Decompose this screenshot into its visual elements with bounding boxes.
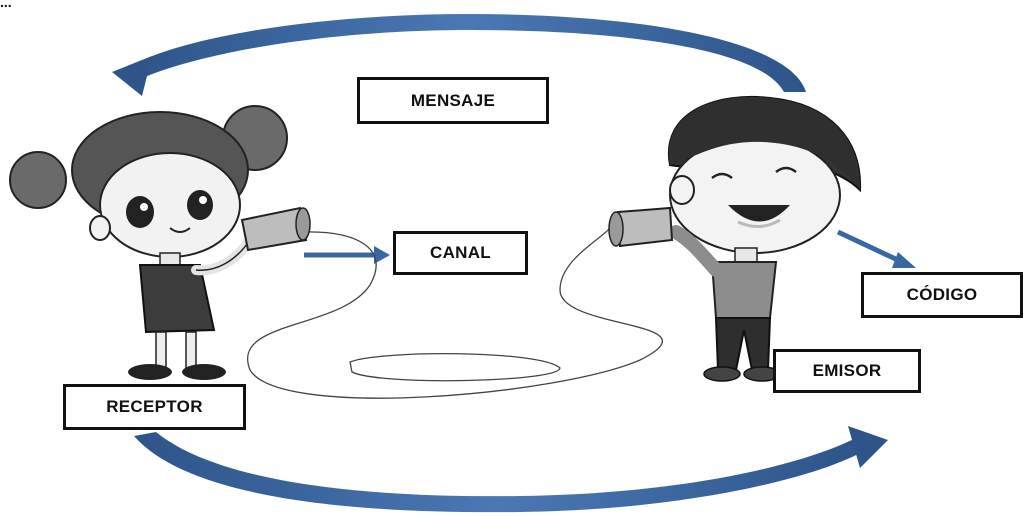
codigo-label: CÓDIGO: [861, 272, 1023, 318]
top-cycle-arrow: [112, 14, 806, 96]
receptor-label: RECEPTOR: [63, 384, 246, 430]
canal-arrow: [304, 246, 390, 264]
codigo-arrow: [836, 229, 916, 268]
emisor-label: EMISOR: [773, 349, 921, 393]
girl-figure: [9, 105, 311, 380]
boy-figure: [608, 95, 862, 382]
cropped-corner-text: ...: [0, 0, 12, 10]
tin-can-string: [247, 227, 663, 399]
mensaje-label: MENSAJE: [357, 77, 549, 124]
canal-label: CANAL: [393, 231, 528, 275]
bottom-cycle-arrow: [134, 426, 888, 513]
